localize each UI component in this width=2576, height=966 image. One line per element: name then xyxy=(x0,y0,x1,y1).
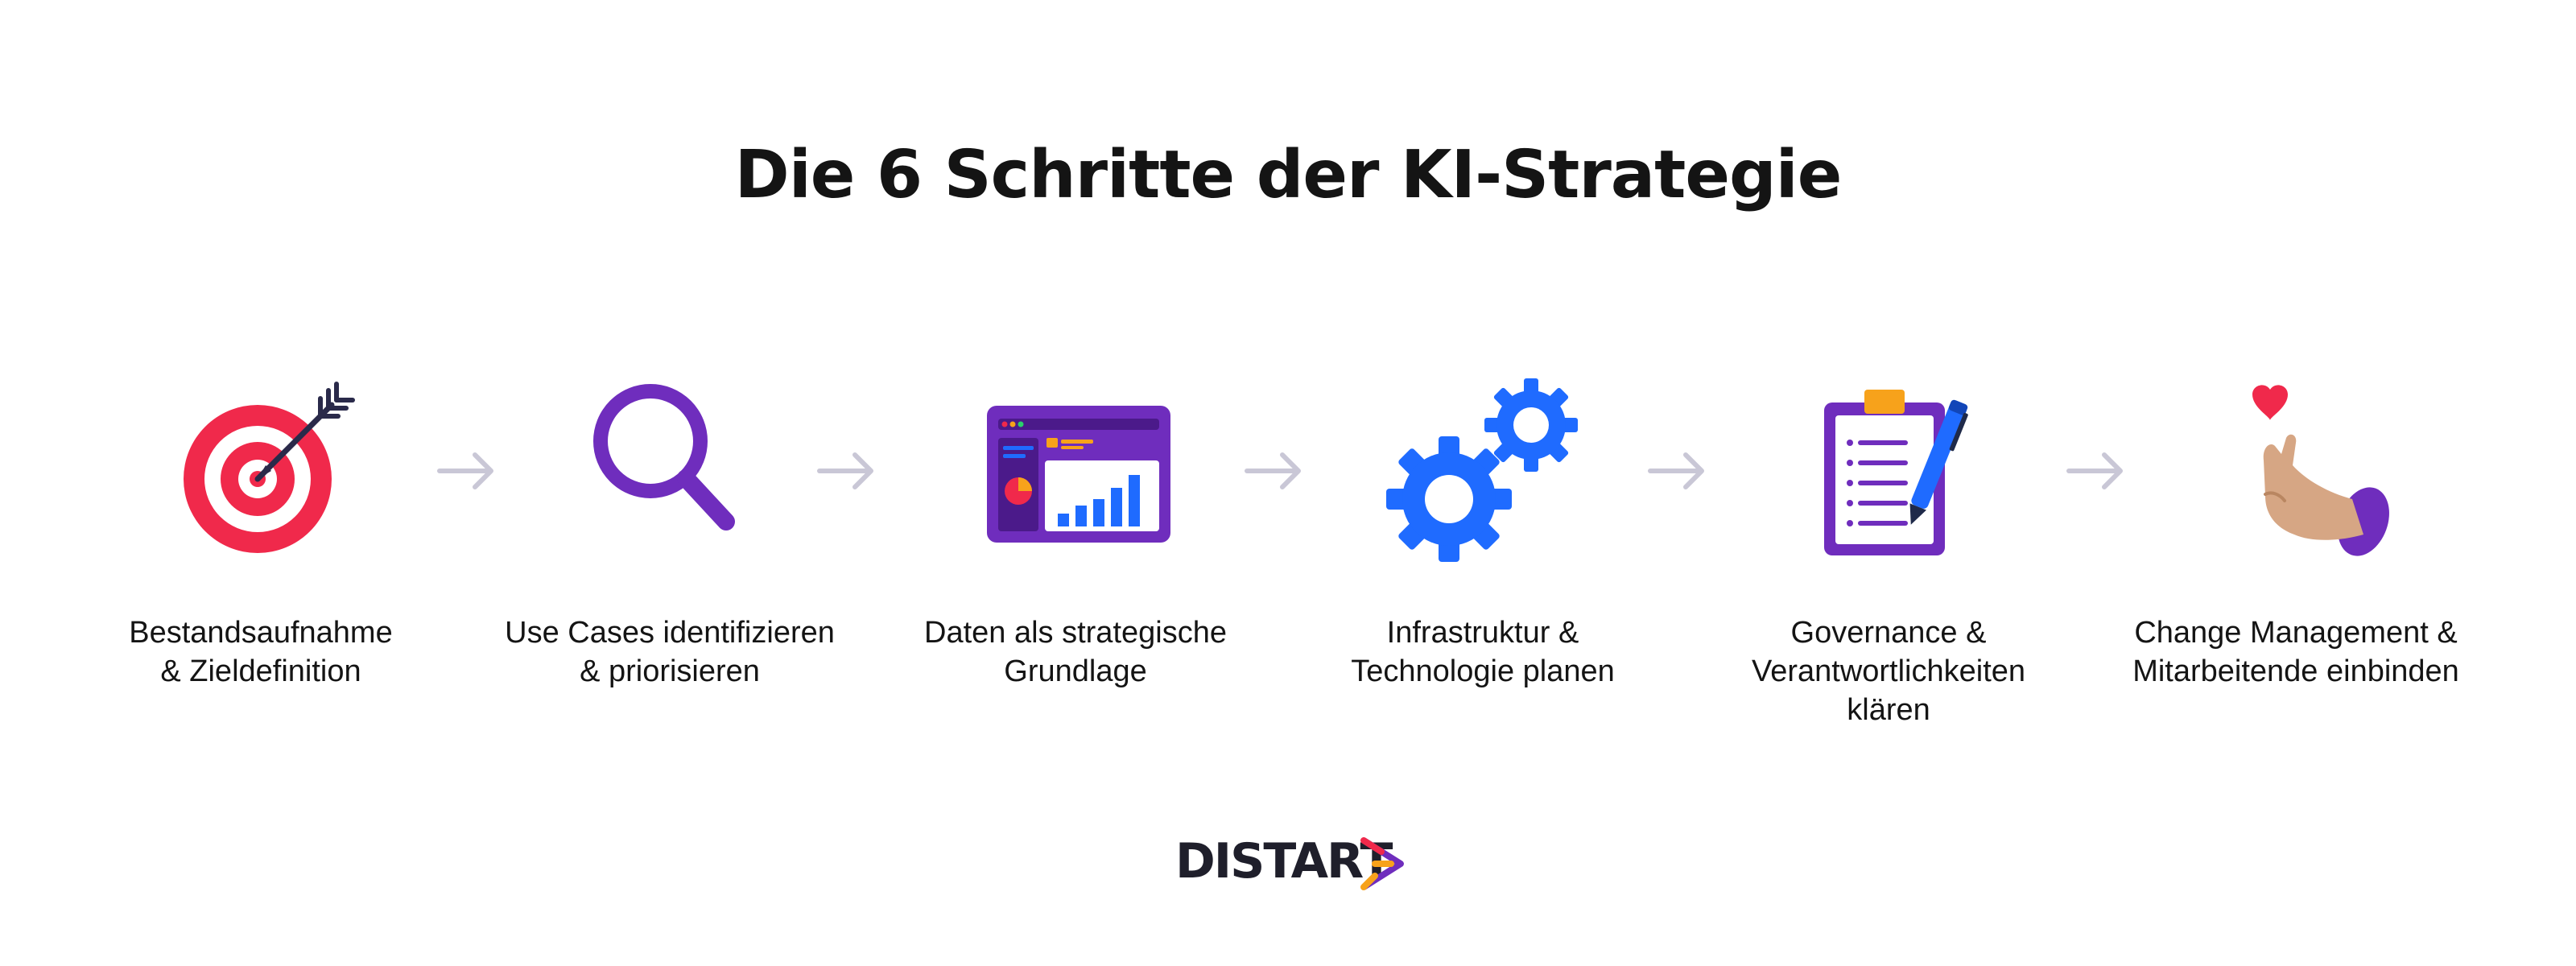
arrow-right-icon xyxy=(2066,447,2127,495)
arrow-right-icon xyxy=(1647,447,1708,495)
distart-logo: DISTART xyxy=(1175,829,1417,894)
page-title: Die 6 Schritte der KI-Strategie xyxy=(734,137,1843,213)
logo-text: DISTART xyxy=(1175,833,1393,890)
magnifier-icon xyxy=(547,370,789,580)
step-label-3: Daten als strategische Grundlage xyxy=(924,616,1227,688)
step-label-2: Use Cases identifizieren & priorisieren xyxy=(505,616,835,688)
step-label-6: Change Management & Mitarbeitende einbin… xyxy=(2132,616,2459,688)
step-label-4: Infrastruktur & Technologie planen xyxy=(1351,616,1615,688)
gears-icon xyxy=(1360,370,1602,580)
arrow-right-icon xyxy=(816,447,877,495)
arrow-right-icon xyxy=(1244,447,1305,495)
arrow-right-icon xyxy=(436,447,497,495)
hand-heart-icon xyxy=(2182,370,2423,580)
clipboard-icon xyxy=(1771,370,2013,580)
logo-play-icon xyxy=(1359,836,1407,892)
dashboard-icon xyxy=(955,370,1196,580)
step-label-1: Bestandsaufnahme & Zieldefinition xyxy=(129,616,393,688)
step-label-5: Governance & Verantwortlichkeiten klären xyxy=(1751,616,2026,727)
target-icon xyxy=(137,370,378,580)
